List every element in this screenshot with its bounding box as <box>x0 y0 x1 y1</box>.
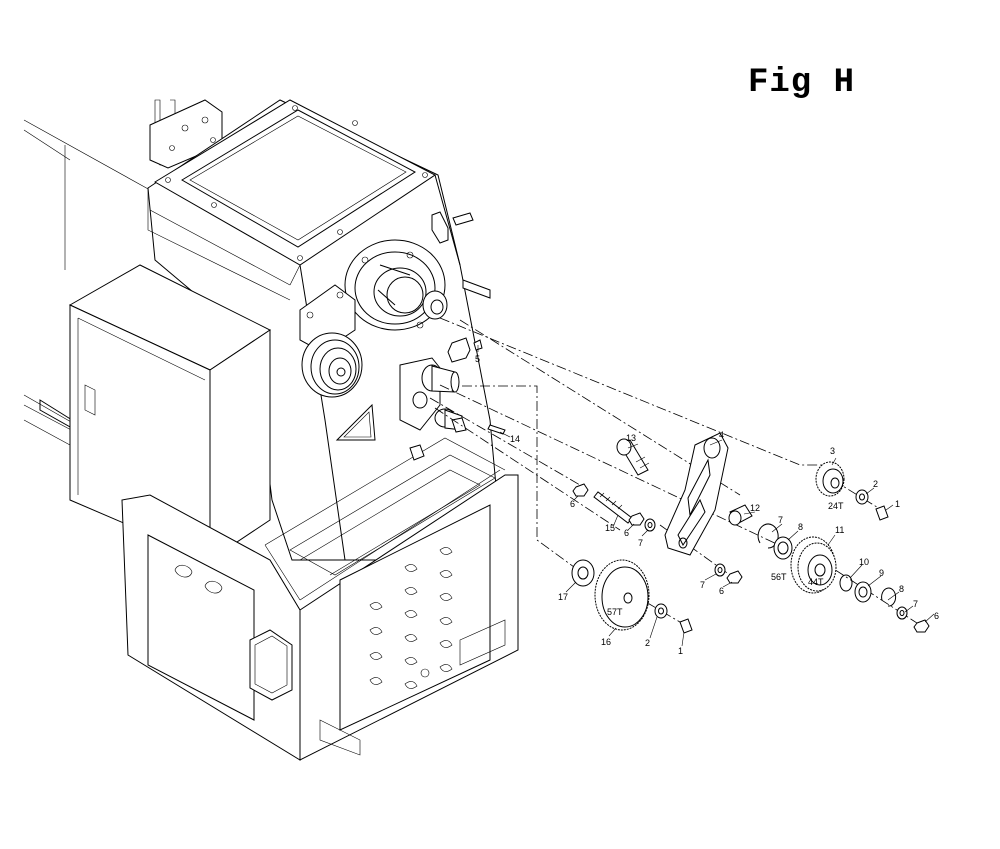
gear-56t-44t <box>790 536 837 594</box>
callout-5: 5 <box>475 354 480 364</box>
spindle-flange <box>344 239 446 331</box>
callout-1-lower: 1 <box>678 646 683 656</box>
callout-8-lower: 8 <box>899 584 904 594</box>
gear-57t <box>594 559 650 631</box>
callout-2-upper: 2 <box>873 479 878 489</box>
figure-title: Fig H <box>748 64 856 102</box>
gear-24t <box>815 461 845 497</box>
callout-7-mid: 7 <box>638 538 643 548</box>
callout-17: 17 <box>558 592 568 602</box>
callout-12: 12 <box>750 503 760 513</box>
callout-4: 4 <box>719 430 724 440</box>
callout-11: 11 <box>835 525 844 535</box>
leader-lines <box>477 345 935 647</box>
callout-2-lower: 2 <box>645 638 650 648</box>
exploded-parts <box>473 339 930 634</box>
callout-labels: 4 13 12 3 2 1 7 8 11 10 9 8 7 6 5 14 6 1… <box>475 354 939 656</box>
callout-6-left: 6 <box>570 499 575 509</box>
vent-slots <box>369 547 453 689</box>
teeth-label-24t: 24T <box>828 501 844 511</box>
callout-9-upper: 8 <box>798 522 803 532</box>
stud-15 <box>593 491 633 524</box>
lathe-machine-body <box>23 99 519 761</box>
callout-10: 10 <box>859 557 869 567</box>
teeth-label-56t: 56T <box>771 572 787 582</box>
output-shaft <box>399 357 463 431</box>
bushing-17 <box>571 559 595 587</box>
teeth-label-57t: 57T <box>607 607 623 617</box>
callout-9-lower: 9 <box>879 568 884 578</box>
callout-16: 16 <box>601 637 611 647</box>
teeth-label-44t: 44T <box>808 577 824 587</box>
callout-3: 3 <box>830 446 835 456</box>
callout-6-lower: 6 <box>719 586 724 596</box>
swing-arm-4 <box>664 432 729 556</box>
callout-7-lower: 7 <box>700 580 705 590</box>
tooth-count-labels: 24T 56T 44T 57T <box>607 501 844 617</box>
callout-6-right: 6 <box>934 611 939 621</box>
callout-7-right: 7 <box>913 599 918 609</box>
callout-14: 14 <box>510 434 520 444</box>
callout-15: 15 <box>605 523 615 533</box>
callout-6-mid: 6 <box>624 528 629 538</box>
drive-pulley <box>301 332 363 398</box>
callout-1-upper: 1 <box>895 499 900 509</box>
callout-13: 13 <box>626 433 636 443</box>
callout-8-upper: 7 <box>778 515 783 525</box>
